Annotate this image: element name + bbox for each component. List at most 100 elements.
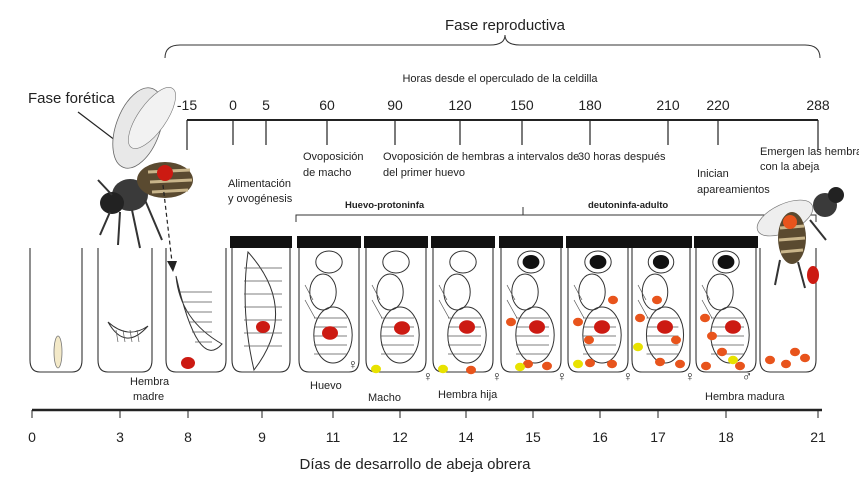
daughter-nymph	[542, 361, 552, 371]
annotation-mating: Inician apareamientos	[697, 168, 770, 196]
cell-capping	[694, 236, 758, 248]
hour-tick-label: 180	[578, 97, 602, 113]
female-symbol: ♀	[348, 356, 359, 372]
svg-text:Hembra: Hembra	[130, 376, 170, 388]
daughter-nymph	[781, 359, 791, 369]
mother-mite	[657, 320, 673, 334]
pupa-abdomen	[515, 306, 555, 364]
bee-prepupa	[244, 250, 276, 372]
pupa-eye	[589, 255, 607, 269]
pupa-abdomen	[380, 306, 420, 364]
svg-text:Alimentación: Alimentación	[228, 178, 291, 190]
stage-group-bracket	[295, 207, 817, 222]
daughter-nymph	[573, 317, 583, 327]
hour-tick-label: 150	[510, 97, 534, 113]
svg-text:Emergen las hembras: Emergen las hembras	[760, 146, 859, 158]
svg-text:Ovoposición de hembras a inter: Ovoposición de hembras a intervalos de	[383, 151, 579, 163]
day-tick-label: 3	[116, 429, 124, 445]
annotation-30-hours: 30 horas después	[578, 151, 666, 163]
hour-tick-label: 5	[262, 97, 270, 113]
bee-larva	[107, 321, 149, 339]
annotation-feeding: Alimentación y ovogénesis	[228, 178, 293, 205]
reproductive-phase-title: Fase reproductiva	[445, 17, 566, 34]
pupa-thorax	[443, 273, 471, 311]
bee-egg	[53, 335, 63, 369]
hour-tick-label: 210	[656, 97, 680, 113]
larva-segment	[115, 329, 119, 343]
cell-capping	[499, 236, 563, 248]
bee-right-illustration	[756, 187, 844, 289]
pupa-abdomen	[447, 306, 487, 364]
emerging-mite-falling	[807, 266, 819, 284]
svg-text:de macho: de macho	[303, 167, 351, 179]
daughter-nymph	[700, 313, 710, 323]
svg-text:del primer huevo: del primer huevo	[383, 167, 465, 179]
pupa-thorax	[578, 273, 606, 311]
mite-drop-arrowhead	[167, 261, 177, 272]
svg-text:Ovoposición: Ovoposición	[303, 151, 364, 163]
reproductive-phase-bracket	[164, 34, 821, 59]
pupa-legs	[637, 284, 649, 319]
hours-axis-title: Horas desde el operculado de la celdilla	[402, 73, 598, 85]
cell-wall	[365, 248, 427, 373]
cell-capping	[297, 236, 361, 248]
phoretic-mite	[157, 165, 173, 181]
hour-tick-label: 0	[229, 97, 237, 113]
cell-capping	[431, 236, 495, 248]
hour-tick-label: 90	[387, 97, 403, 113]
male-symbol: ♂	[742, 368, 753, 384]
daughter-nymph	[584, 335, 594, 345]
daughter-nymph	[466, 365, 476, 375]
male-mite	[438, 364, 448, 374]
male-mite	[633, 342, 643, 352]
cell-wall	[500, 248, 562, 373]
day-tick-label: 0	[28, 429, 36, 445]
svg-text:con la abeja: con la abeja	[760, 161, 820, 173]
svg-text:madre: madre	[133, 391, 164, 403]
mother-mite	[394, 321, 410, 335]
pupa-legs	[304, 284, 316, 319]
female-symbol: ♀	[623, 368, 634, 384]
day-tick-label: 9	[258, 429, 266, 445]
cell-capping	[566, 236, 630, 248]
mother-mite	[181, 357, 195, 369]
label-mature-female: Hembra madura	[705, 391, 785, 403]
female-symbol: ♀	[685, 368, 696, 384]
mother-mite	[322, 326, 338, 340]
pupa-head	[712, 250, 740, 274]
pupa-eye	[522, 255, 540, 269]
male-mite	[728, 355, 738, 365]
female-symbol: ♀	[492, 368, 503, 384]
daughter-nymph	[701, 361, 711, 371]
cell-wall	[97, 248, 153, 373]
day-tick-label: 18	[718, 429, 734, 445]
day-tick-label: 11	[326, 429, 341, 445]
cell-wall	[695, 248, 757, 373]
pupa-head	[382, 250, 410, 274]
male-mite	[515, 362, 525, 372]
hour-tick-label: 288	[806, 97, 830, 113]
cell-capping	[630, 236, 692, 248]
pupa-legs	[371, 284, 383, 319]
daughter-nymph	[671, 335, 681, 345]
pupa-legs	[506, 284, 518, 319]
daughter-nymph	[800, 353, 810, 363]
day-tick-label: 12	[392, 429, 408, 445]
mother-mite	[594, 320, 610, 334]
hour-tick-label: 220	[706, 97, 730, 113]
pupa-thorax	[706, 273, 734, 311]
pupa-eye	[717, 255, 735, 269]
pupa-thorax	[641, 273, 669, 311]
bee-larva	[175, 275, 223, 351]
daughter-nymph	[652, 295, 662, 305]
cell-capping	[364, 236, 428, 248]
stage-deutonymph-adult: deutoninfa-adulto	[588, 200, 668, 211]
mother-mite	[459, 320, 475, 334]
cell-wall	[567, 248, 629, 373]
pupa-head	[584, 250, 612, 274]
foundress-mite	[256, 321, 270, 333]
daughter-nymph	[707, 331, 717, 341]
days-axis-title: Días de desarrollo de abeja obrera	[300, 456, 532, 473]
stage-egg-protonymph: Huevo-protoninfa	[345, 200, 425, 211]
